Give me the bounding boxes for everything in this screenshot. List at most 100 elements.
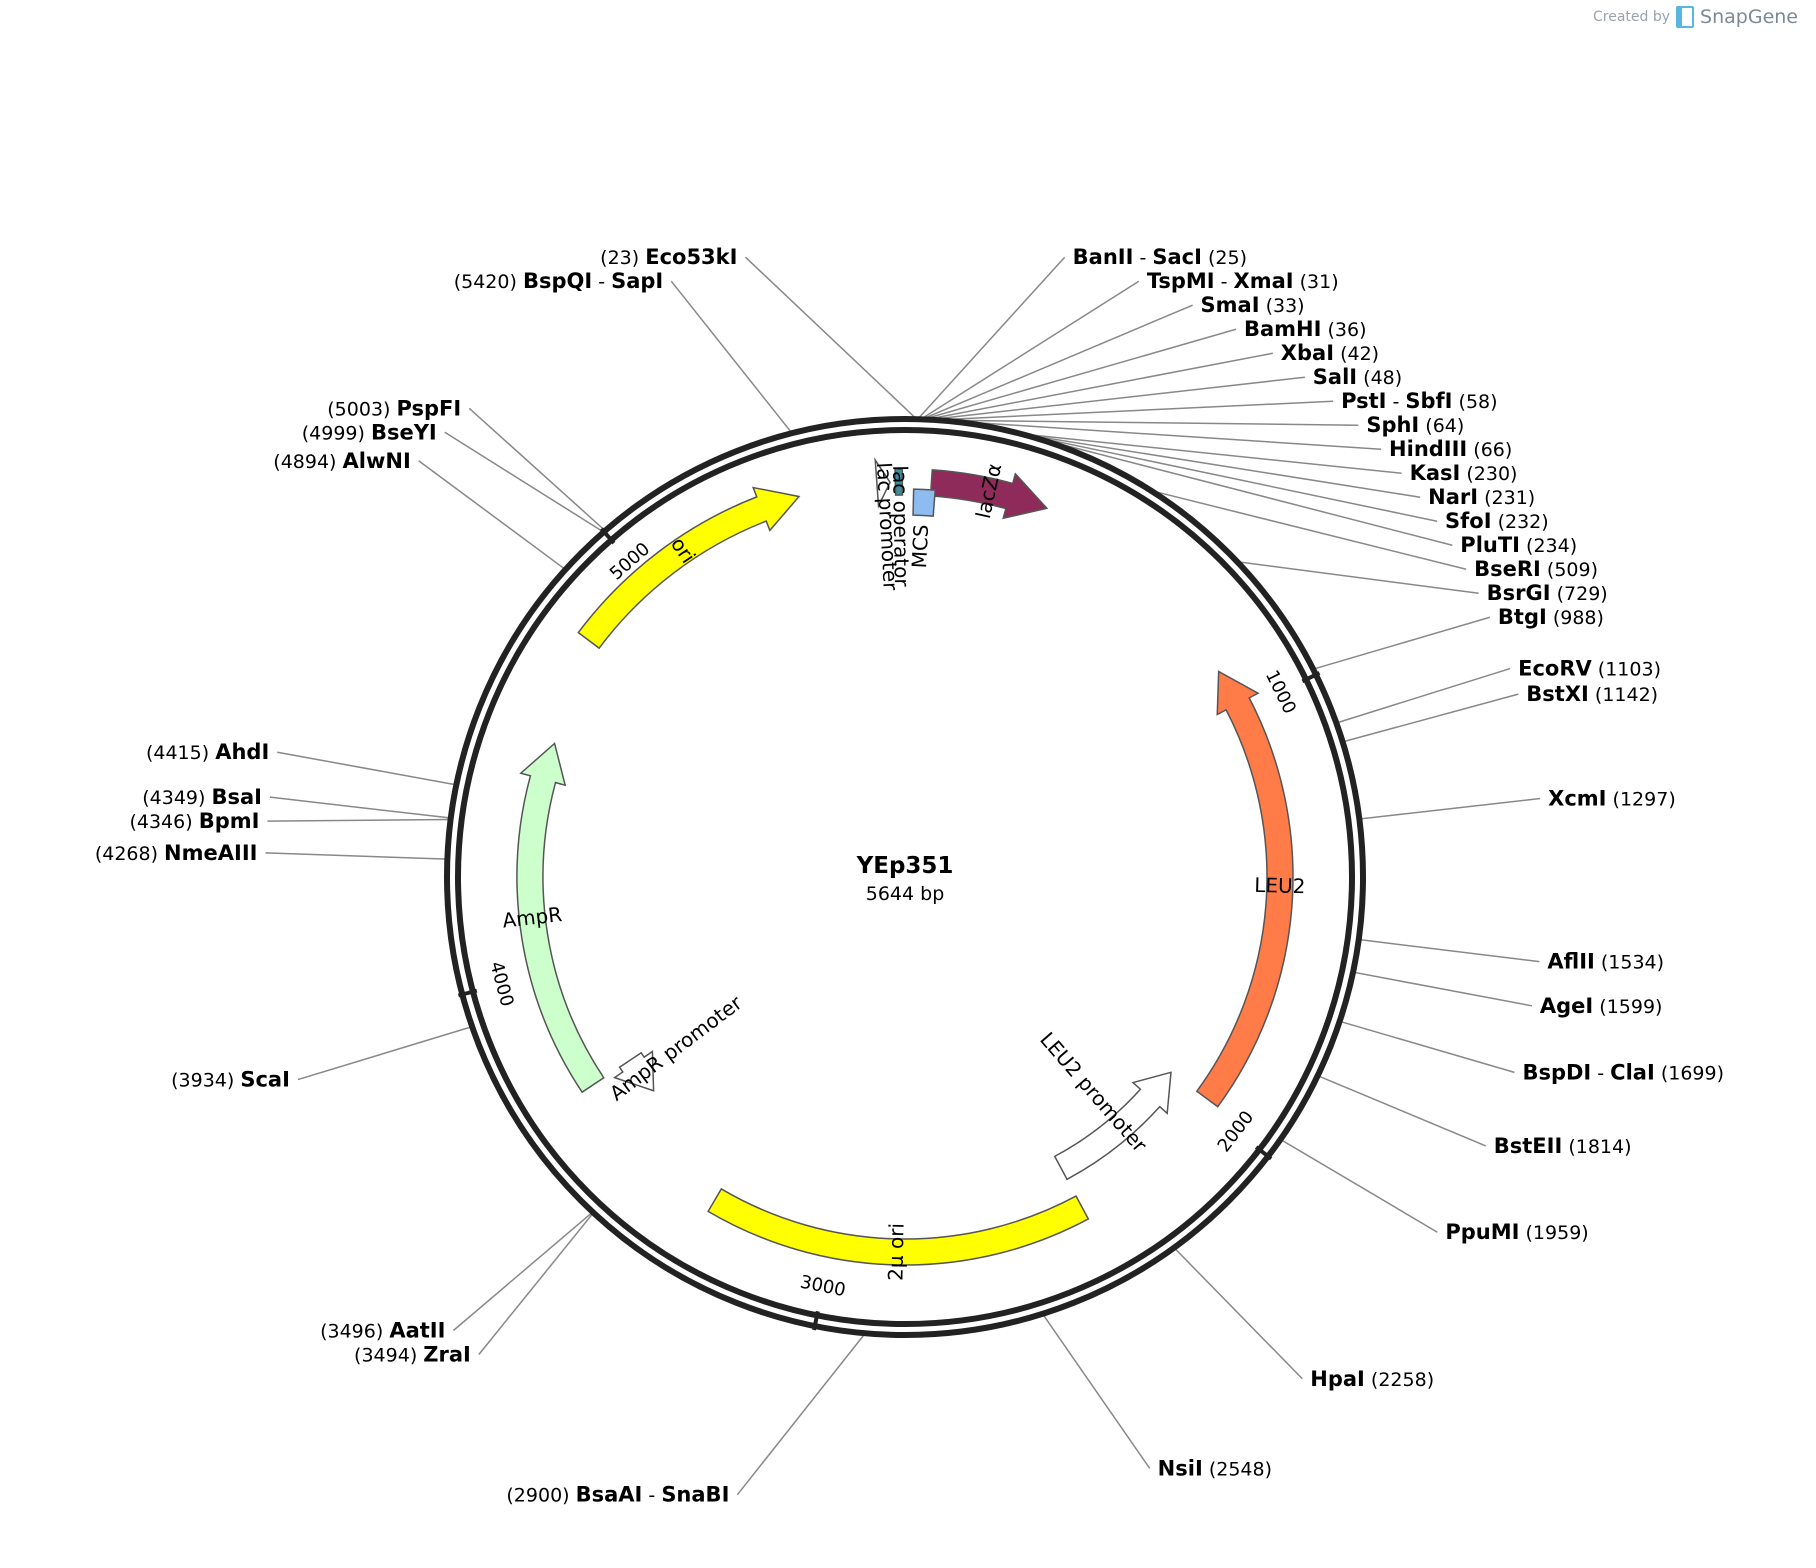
site-leader-line — [917, 256, 1066, 420]
site-name: SmaI — [1201, 293, 1260, 317]
site-leader-line — [926, 352, 1273, 421]
site-name: XbaI — [1281, 341, 1334, 365]
site-position: (23) — [600, 247, 639, 269]
site-name: PspFI — [397, 396, 462, 420]
feature-label: LEU2 — [1254, 873, 1306, 898]
site-label-bsaai-snabi: (2900) BsaAI - SnaBI — [506, 1483, 729, 1507]
site-leader-line — [744, 256, 918, 420]
tick-label: 1000 — [1261, 667, 1300, 717]
site-position: (509) — [1547, 559, 1598, 581]
plasmid-backbone — [444, 416, 1366, 1338]
site-label-zrai: (3494) ZraI — [354, 1343, 471, 1367]
site-leader-line — [1173, 1247, 1303, 1380]
site-name: XmaI — [1234, 269, 1294, 293]
site-label-agei: AgeI (1599) — [1540, 994, 1663, 1018]
site-name: SfoI — [1445, 509, 1492, 533]
site-label-bseyi: (4999) BseYI — [302, 420, 437, 444]
site-leader-line — [444, 431, 605, 533]
site-label-tspmi-xmai: TspMI - XmaI (31) — [1147, 269, 1339, 293]
site-position: (5003) — [327, 398, 390, 420]
feature-ori — [577, 486, 801, 650]
site-position: (48) — [1363, 367, 1402, 389]
feature-mcs — [912, 488, 937, 517]
site-position: (1699) — [1661, 1062, 1724, 1084]
site-label-bsrgi: BsrGI (729) — [1487, 581, 1608, 605]
site-leader-line — [267, 818, 451, 822]
site-leader-line — [1041, 1313, 1151, 1469]
site-label-nmeaiii: (4268) NmeAIII — [95, 841, 258, 865]
site-position: (36) — [1327, 319, 1366, 341]
site-leader-line — [1336, 667, 1511, 724]
snapgene-logo-icon — [1676, 6, 1695, 28]
site-position: (2258) — [1371, 1369, 1434, 1391]
site-label-bstxi: BstXI (1142) — [1526, 682, 1658, 706]
site-name: BpmI — [199, 809, 260, 833]
site-label-nari: NarI (231) — [1428, 485, 1535, 509]
feature-label: lac operator — [888, 465, 914, 587]
site-label-smai: SmaI (33) — [1201, 293, 1305, 317]
site-name: NarI — [1428, 485, 1478, 509]
site-name: SnaBI — [661, 1483, 729, 1507]
site-position: (4999) — [302, 422, 365, 444]
site-label-bpmi: (4346) BpmI — [129, 809, 259, 833]
site-name: SalI — [1313, 365, 1357, 389]
tick-label: 2000 — [1214, 1107, 1259, 1156]
feature-label: AmpR promoter — [605, 990, 747, 1105]
site-label-xbai: XbaI (42) — [1281, 341, 1379, 365]
site-label-pluti: PluTI (234) — [1460, 533, 1577, 557]
site-label-hpai: HpaI (2258) — [1310, 1367, 1434, 1391]
site-label-bseri: BseRI (509) — [1474, 557, 1598, 581]
site-position: (230) — [1466, 463, 1517, 485]
site-position: (1599) — [1599, 996, 1662, 1018]
site-position: (4268) — [95, 843, 158, 865]
site-leader-line — [1237, 560, 1479, 594]
site-label-nsii: NsiI (2548) — [1158, 1456, 1272, 1480]
tick-label: 4000 — [485, 959, 517, 1009]
site-position: (1142) — [1595, 684, 1658, 706]
site-label-sfoi: SfoI (232) — [1445, 509, 1549, 533]
site-name: BspDI — [1522, 1060, 1591, 1084]
site-leader-line — [1020, 433, 1402, 474]
feature-label: MCS — [907, 524, 933, 569]
site-label-bspdi-clai: BspDI - ClaI (1699) — [1522, 1060, 1724, 1084]
site-label-ahdi: (4415) AhdI — [146, 740, 269, 764]
site-position: (4346) — [129, 811, 192, 833]
site-label-ppumi: PpuMI (1959) — [1445, 1220, 1588, 1244]
feature-label: 2μ ori — [883, 1223, 908, 1281]
site-name: BamHI — [1244, 317, 1321, 341]
site-position: (4415) — [146, 742, 209, 764]
site-leader-line — [468, 407, 606, 532]
site-leader-line — [1359, 797, 1541, 820]
site-position: (4894) — [273, 451, 336, 473]
site-name: HpaI — [1310, 1367, 1365, 1391]
feature-lacz — [929, 469, 1049, 520]
feature-leu2 — [1195, 670, 1294, 1108]
tick-mark — [1254, 1145, 1273, 1161]
site-name: AflII — [1547, 950, 1594, 974]
site-position: (25) — [1208, 247, 1247, 269]
site-name: AatII — [389, 1319, 445, 1343]
site-leader-line — [920, 280, 1140, 420]
site-leader-line — [1339, 1020, 1515, 1074]
site-position: (4349) — [142, 787, 205, 809]
site-leader-line — [452, 1211, 594, 1332]
site-position: (1103) — [1598, 659, 1661, 681]
site-position: (31) — [1300, 271, 1339, 293]
site-name: BanII — [1073, 245, 1134, 269]
site-label-pspfi: (5003) PspFI — [327, 396, 461, 420]
site-position: (234) — [1526, 535, 1577, 557]
tick-mark — [1301, 671, 1321, 684]
feature-ampr — [516, 742, 605, 1094]
backbone-inner-strand — [455, 427, 1355, 1327]
feature-leu2-promoter — [1053, 1071, 1172, 1181]
site-leader-line — [1352, 971, 1533, 1007]
site-leader-line — [418, 460, 566, 571]
site-position: (33) — [1266, 295, 1305, 317]
site-leader-line — [1021, 433, 1421, 498]
backbone-outer-strand — [444, 416, 1366, 1338]
site-name: BsaAI — [576, 1483, 643, 1507]
feature-label: AmpR — [501, 902, 563, 933]
site-label-alwni: (4894) AlwNI — [273, 449, 410, 473]
